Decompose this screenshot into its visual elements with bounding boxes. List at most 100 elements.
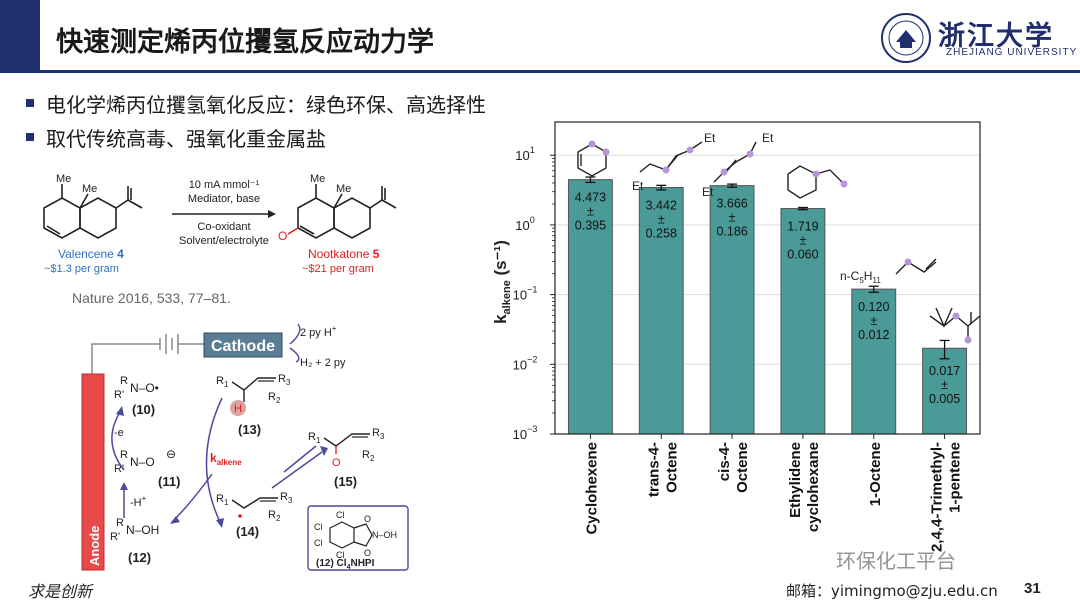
r2-group: R2: [268, 509, 281, 523]
et-label: Et: [762, 131, 774, 145]
substrate-name: Valencene 4: [58, 247, 124, 261]
compound-label: (14): [236, 524, 259, 539]
substrate-price: ~$1.3 per gram: [44, 263, 119, 275]
atom-dot: [662, 166, 670, 174]
y-tick-label: 10−3: [513, 424, 538, 442]
reaction-scheme: Me Me Valencene 4 ~$1.3 per gram 10 mA m…: [43, 173, 397, 275]
atom-dot: [602, 148, 610, 156]
condition-text: Solvent/electrolyte: [179, 235, 269, 247]
data-label: 3.442: [646, 199, 677, 213]
atom-dot: [952, 312, 960, 320]
bar: [851, 288, 897, 435]
y-tick-label: 10−2: [513, 354, 538, 372]
cis-octene-double-bond: [725, 159, 737, 173]
trans-octene-double-bond: [667, 154, 679, 168]
me-label: Me: [56, 173, 71, 185]
x-tick-label: Cyclohexene: [583, 442, 600, 535]
plot-frame: [554, 121, 981, 435]
x-tick-label: trans-4-: [645, 442, 662, 497]
university-name-en: ZHEJIANG UNIVERSITY: [946, 47, 1078, 58]
error-label: 0.395: [575, 219, 606, 233]
y-tick-exponent: −1: [527, 285, 537, 295]
chart-grid: [555, 154, 980, 435]
x-tick-label: 2,4,4-Trimethyl-: [929, 442, 946, 552]
r-group: R: [120, 375, 128, 387]
carbonyl-oxygen: O: [332, 457, 341, 469]
octene-chain: [895, 261, 937, 275]
product-name: Nootkatone 5: [308, 247, 380, 261]
x-tick-label-group: Cyclohexene: [583, 442, 600, 535]
page-number: 31: [1024, 580, 1041, 597]
bullet-square-icon: [26, 133, 34, 141]
valencene-structure: [43, 184, 143, 239]
x-tick-label-group: 1-Octene: [867, 442, 884, 506]
data-label: 1.719: [787, 220, 818, 234]
y-tick-label: 10−1: [513, 285, 538, 303]
y-tick-base: 10: [515, 218, 529, 233]
chlorine-atom: Cl: [314, 538, 323, 548]
watermark-text: 环保化工平台: [836, 549, 956, 573]
condition-text: Co-oxidant: [197, 221, 250, 233]
tert-butyl-branch: [935, 307, 953, 328]
university-seal-icon: [881, 13, 931, 63]
y-tick-base: 10: [513, 427, 527, 442]
error-label: 0.005: [929, 392, 960, 406]
y-tick-exponent: 0: [530, 215, 535, 225]
atom-dot: [720, 168, 728, 176]
y-tick-base: 10: [513, 357, 527, 372]
r-group: R': [114, 389, 124, 401]
me-label: Me: [82, 183, 97, 195]
atom-dot: [746, 150, 754, 158]
electron-loss: -e: [114, 427, 124, 439]
university-name-cn: 浙江大学: [938, 21, 1054, 52]
r2-group: R2: [362, 449, 375, 463]
compound-label: (11): [158, 474, 180, 489]
chlorine-atom: Cl: [336, 550, 345, 560]
atom-dot: [588, 140, 596, 148]
carbonyl-oxygen: O: [364, 514, 371, 524]
data-label-pm: ±: [658, 213, 665, 227]
r1-group: R1: [308, 431, 321, 445]
product-price: ~$21 per gram: [302, 263, 374, 275]
data-label-pm: ±: [870, 314, 877, 328]
et-label: Et: [702, 185, 714, 199]
cyclohexene-ring: [577, 143, 607, 177]
compound-label: (12): [128, 550, 151, 565]
trans-octene-chain: [639, 141, 703, 173]
chlorine-atom: Cl: [336, 510, 345, 520]
bullet-square-icon: [26, 99, 34, 107]
bullet-item: 电化学烯丙位攫氢氧化反应：绿色环保、高选择性: [26, 86, 486, 120]
n-pentyl-part: 11: [872, 276, 881, 285]
condition-text: 10 mA mmol⁻¹: [189, 179, 260, 191]
allylic-h: H: [234, 403, 242, 415]
title-accent-block: [0, 0, 40, 70]
compound-label: (15): [334, 474, 357, 489]
data-label-pm: ±: [941, 378, 948, 392]
carbonyl-oxygen: O: [364, 548, 371, 558]
cathode-electrode: [203, 332, 283, 358]
atom-dot: [904, 258, 912, 266]
r-group: R': [110, 531, 120, 543]
data-label-pm: ±: [799, 234, 806, 248]
error-label: 0.186: [716, 225, 747, 239]
r-group: R': [114, 463, 124, 475]
y-tick-base: 10: [515, 148, 529, 163]
atom-dot: [812, 170, 820, 178]
data-label-pm: ±: [587, 205, 594, 219]
x-tick-label-group: 2,4,4-Trimethyl-1-pentene: [929, 442, 964, 552]
y-tick-exponent: −2: [527, 354, 537, 364]
n-pentyl-part: 5: [859, 276, 864, 285]
nitroxyl-radical: N–O•: [130, 381, 159, 395]
ethylidene-ring: [787, 165, 817, 199]
x-tick-label: Octene: [663, 442, 680, 493]
bar: [780, 208, 826, 435]
compound-label: (10): [132, 402, 155, 417]
negative-charge: ⊖: [166, 447, 176, 461]
allylic-h-highlight: [230, 400, 246, 416]
bullet-text: 电化学烯丙位攫氢氧化反应：绿色环保、高选择性: [46, 92, 486, 117]
ethylidene-chain: [815, 169, 845, 185]
r2-group: R2: [268, 391, 281, 405]
x-tick-label-group: trans-4-Octene: [645, 442, 680, 497]
y-tick-base: 10: [513, 288, 527, 303]
